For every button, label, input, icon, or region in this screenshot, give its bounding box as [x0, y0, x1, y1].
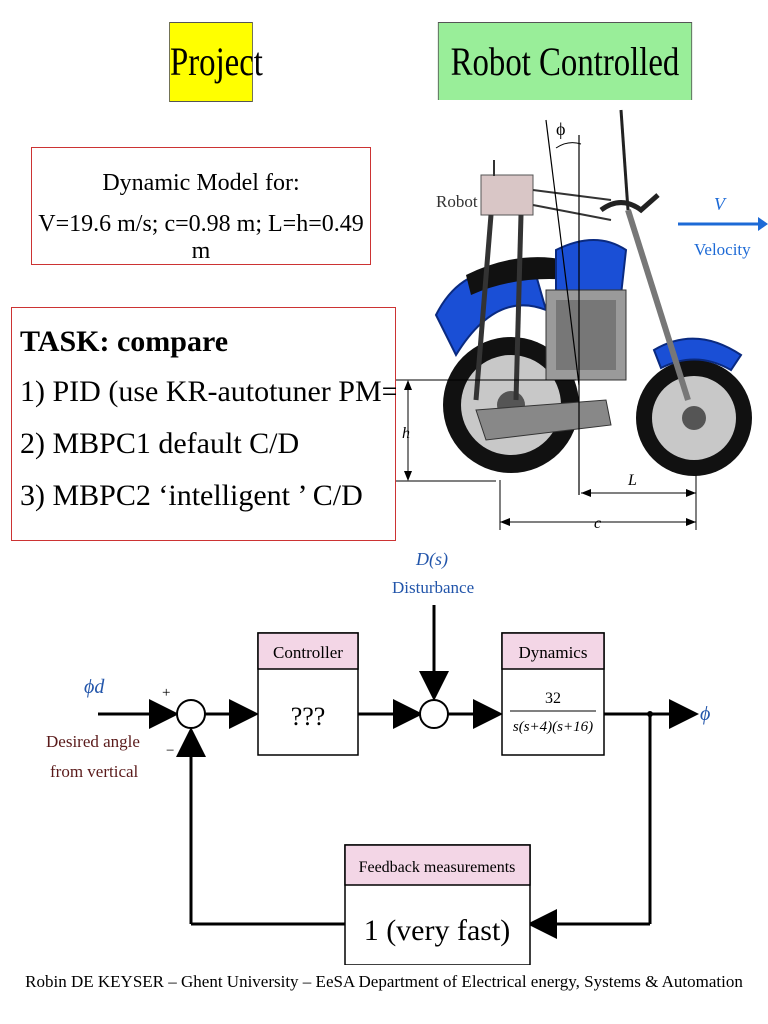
plus-sign: + [162, 685, 170, 701]
input-label-line2: from vertical [50, 762, 139, 781]
c-label: c [594, 515, 601, 532]
task-item-mbpc2: 3) MBPC2 ‘intelligent ’ C/D [20, 479, 363, 512]
model-heading: Dynamic Model for: [102, 170, 300, 196]
controller-title: Controller [273, 643, 343, 662]
project-title: Project [169, 22, 263, 102]
task-item-mbpc1: 2) MBPC1 default C/D [20, 427, 300, 460]
summing-junction-disturbance [419, 699, 449, 729]
footer-credit: Robin DE KEYSER – Ghent University – EeS… [25, 972, 743, 991]
dynamics-title: Dynamics [519, 643, 588, 662]
disturbance-label: Disturbance [392, 578, 474, 597]
output-symbol: ϕ [700, 703, 710, 725]
slide-title: Robot Controlled Motor [437, 22, 693, 162]
input-label-line1: Desired angle [46, 732, 140, 751]
disturbance-symbol: D(s) [415, 549, 448, 570]
feedback-body: 1 (very fast) [364, 914, 511, 947]
block-diagram: ϕd Desired angle from vertical + − Contr… [46, 549, 710, 965]
model-parameters-box: Dynamic Model for: V=19.6 m/s; c=0.98 m;… [31, 147, 371, 265]
feedback-title: Feedback measurements [359, 859, 516, 876]
phi-label: ϕ [556, 119, 565, 139]
task-box: TASK: compare 1) PID (use KR-autotuner P… [11, 307, 451, 541]
controller-body: ??? [291, 702, 326, 731]
dynamics-numerator: 32 [545, 690, 561, 707]
task-heading: TASK: compare [20, 325, 229, 358]
dynamics-denominator: s(s+4)(s+16) [513, 719, 593, 735]
input-symbol: ϕd [84, 676, 105, 698]
task-item-pid: 1) PID (use KR-autotuner PM=45°) [20, 375, 451, 408]
minus-sign: − [166, 743, 174, 759]
robot-label: Robot [436, 192, 478, 211]
motorcycle-illustration: Robot ϕ V Velocity h L c [396, 100, 768, 540]
velocity-label: Velocity [694, 240, 751, 259]
model-parameters: V=19.6 m/s; c=0.98 m; L=h=0.49 m [38, 211, 364, 264]
velocity-symbol: V [714, 194, 727, 214]
h-label: h [402, 425, 410, 442]
summing-junction-error [176, 699, 206, 729]
L-label: L [627, 472, 637, 489]
